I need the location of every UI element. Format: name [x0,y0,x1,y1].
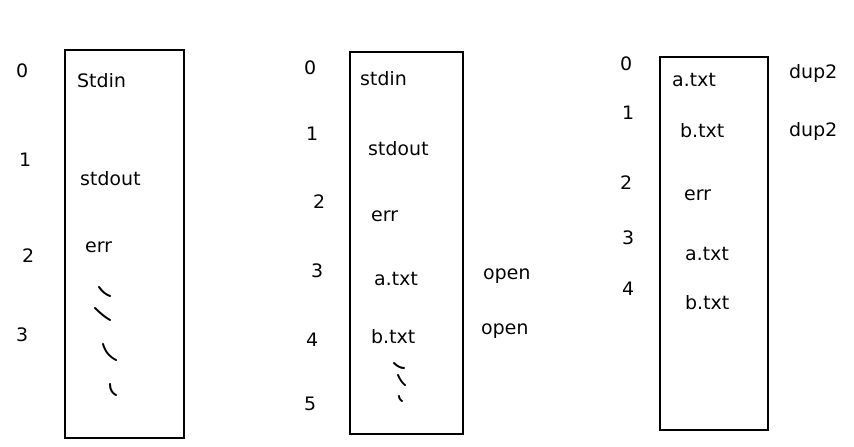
fd-index: 3 [622,227,635,249]
fd-index: 3 [16,324,29,346]
squiggle-mark [398,395,403,402]
fd-index: 4 [306,329,319,351]
fd-index: 2 [620,172,633,194]
fd-index: 0 [16,60,29,82]
dup2-label: dup2 [789,61,838,83]
fd-index: 1 [622,102,635,124]
fd-index: 1 [19,149,32,171]
fd-entry: err [371,204,398,226]
fd-entry: stdout [368,138,429,160]
fd-entry: stdin [360,68,407,90]
squiggle-mark [98,286,111,297]
fd-entry: a.txt [672,69,716,91]
fd-entry: stdout [80,168,141,190]
fd-index: 1 [306,123,319,145]
fd-entry: err [85,235,112,257]
fd-entry: Stdin [77,70,126,92]
fd-entry: err [684,183,711,205]
fd-table-1 [64,49,185,439]
fd-entry: b.txt [680,120,725,142]
fd-index: 2 [22,245,35,267]
squiggle-mark [109,383,117,396]
open-label: open [481,317,529,339]
open-label: open [483,262,531,284]
fd-entry: a.txt [685,243,729,265]
fd-index: 0 [304,57,317,79]
fd-index: 3 [311,260,324,282]
fd-entry: b.txt [685,292,730,314]
fd-entry: a.txt [374,268,418,290]
squiggle-mark [393,362,405,369]
fd-index: 0 [620,53,633,75]
dup2-label: dup2 [789,119,838,141]
squiggle-mark [397,374,406,386]
fd-index: 2 [313,191,326,213]
fd-index: 5 [304,393,317,415]
fd-table-3 [659,56,769,431]
fd-entry: b.txt [371,326,416,348]
fd-index: 4 [622,278,635,300]
fd-table-2 [349,51,464,435]
squiggle-mark [102,343,117,361]
squiggle-mark [94,307,111,321]
